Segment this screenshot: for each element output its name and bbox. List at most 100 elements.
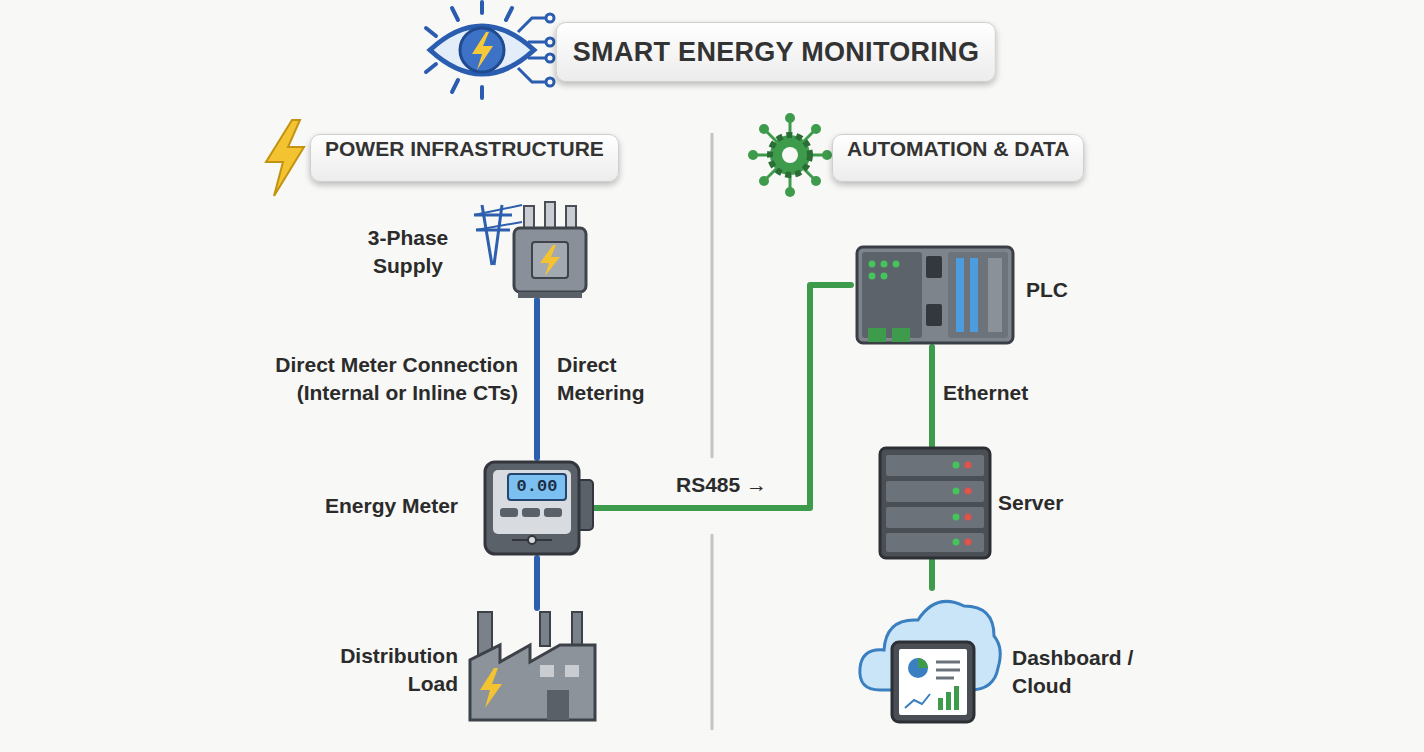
circuit-pad: [546, 38, 554, 46]
list-line: [936, 677, 954, 680]
plc-led: [869, 273, 876, 280]
chimney: [540, 612, 550, 646]
meter-seal: [528, 536, 536, 544]
server-led: [953, 514, 960, 521]
plc-io-module: [948, 252, 1008, 338]
protocol-label: RS485 →: [676, 471, 816, 499]
server-led: [965, 539, 972, 546]
tablet-frame: [892, 642, 974, 722]
eye-ray: [452, 8, 458, 20]
meter-face: [493, 470, 571, 534]
bar: [946, 692, 951, 710]
eye-ray: [426, 28, 436, 36]
server-led: [953, 488, 960, 495]
eye-ray: [480, 2, 484, 13]
server-led: [953, 539, 960, 546]
gear-node: [811, 176, 821, 186]
pie-chart: [908, 658, 928, 678]
server-node: Server: [877, 446, 987, 560]
plc-io-strip: [956, 258, 964, 332]
plc-io-strip: [970, 258, 978, 332]
gear-node: [759, 176, 769, 186]
lightning-icon: [266, 120, 304, 196]
bushing: [545, 202, 555, 230]
circuit-pad: [546, 78, 554, 86]
server-icon: [880, 448, 990, 558]
server-unit: [886, 533, 984, 552]
plc-led: [881, 261, 888, 268]
server-unit: [886, 507, 984, 528]
server-led: [965, 514, 972, 521]
section-divider: [711, 534, 714, 730]
transformer-body: [514, 228, 586, 292]
server-led: [965, 488, 972, 495]
plc-port: [926, 304, 942, 326]
plc-led: [893, 261, 900, 268]
server-rack: [880, 448, 990, 558]
server-led: [953, 462, 960, 469]
node-label: POWER INFRASTRUCTURE: [325, 135, 604, 163]
power-line: [534, 558, 540, 608]
eye-outline: [430, 26, 534, 74]
edge-label: Direct Metering: [557, 351, 675, 407]
data-link: [929, 560, 935, 588]
plc-cpu: [862, 252, 922, 338]
data-link: [929, 347, 935, 446]
plc-terminal: [868, 328, 886, 342]
node-label: Distribution Load: [318, 642, 458, 698]
factory-icon: [470, 612, 595, 720]
plc-led: [869, 261, 876, 268]
circuit-pad: [546, 14, 554, 22]
factory-door: [547, 690, 569, 720]
circuit-trace: [518, 68, 546, 82]
circuit-trace: [528, 57, 546, 60]
node-label: Dashboard / Cloud: [1012, 644, 1157, 700]
meter-button: [522, 508, 540, 517]
list-line: [936, 669, 960, 672]
protocol-label: Ethernet: [943, 379, 1063, 407]
gear-node: [748, 150, 758, 160]
trend-line: [905, 694, 930, 708]
section-header: POWER INFRASTRUCTURE: [310, 134, 619, 182]
gear-hole: [782, 147, 798, 163]
node-label: 3-Phase Supply: [352, 224, 464, 280]
meter-node: Energy Meter: [480, 458, 594, 558]
bar: [954, 686, 959, 710]
tablet-screen: [899, 649, 967, 715]
section-divider: [711, 133, 714, 458]
gear-node: [785, 113, 795, 123]
gear-node: [785, 187, 795, 197]
factory-body: [470, 645, 595, 720]
gear-node: [811, 124, 821, 134]
eye-bolt: [472, 32, 493, 70]
gear-body: [770, 135, 810, 175]
connection-note: Direct Meter Connection (Internal or Inl…: [252, 351, 518, 407]
transformer-base: [518, 292, 582, 298]
plc-icon: [857, 247, 1013, 343]
eye-ray: [426, 64, 436, 72]
load-node: Distribution Load: [471, 608, 603, 724]
plc-led: [881, 273, 888, 280]
transformer-bolt: [540, 245, 560, 276]
meter-screen: [508, 474, 566, 500]
circuit-trace: [528, 41, 546, 44]
eye-ray: [452, 80, 458, 92]
node-label: AUTOMATION & DATA: [847, 135, 1069, 163]
gear-node: [822, 150, 832, 160]
plc-rack: [857, 247, 1013, 343]
circuit-trace: [518, 18, 546, 32]
meter-button: [544, 508, 562, 517]
factory-bolt: [480, 668, 502, 708]
bushing: [566, 206, 576, 230]
meter-reading: 0.00: [508, 475, 566, 499]
eye-ray: [506, 8, 512, 20]
chimney: [572, 612, 582, 646]
section-header: AUTOMATION & DATA: [832, 134, 1084, 182]
meter-button: [500, 508, 518, 517]
bushing: [524, 206, 534, 230]
plc-node: PLC: [851, 245, 1013, 347]
factory-window: [565, 665, 579, 677]
server-unit: [886, 455, 984, 476]
